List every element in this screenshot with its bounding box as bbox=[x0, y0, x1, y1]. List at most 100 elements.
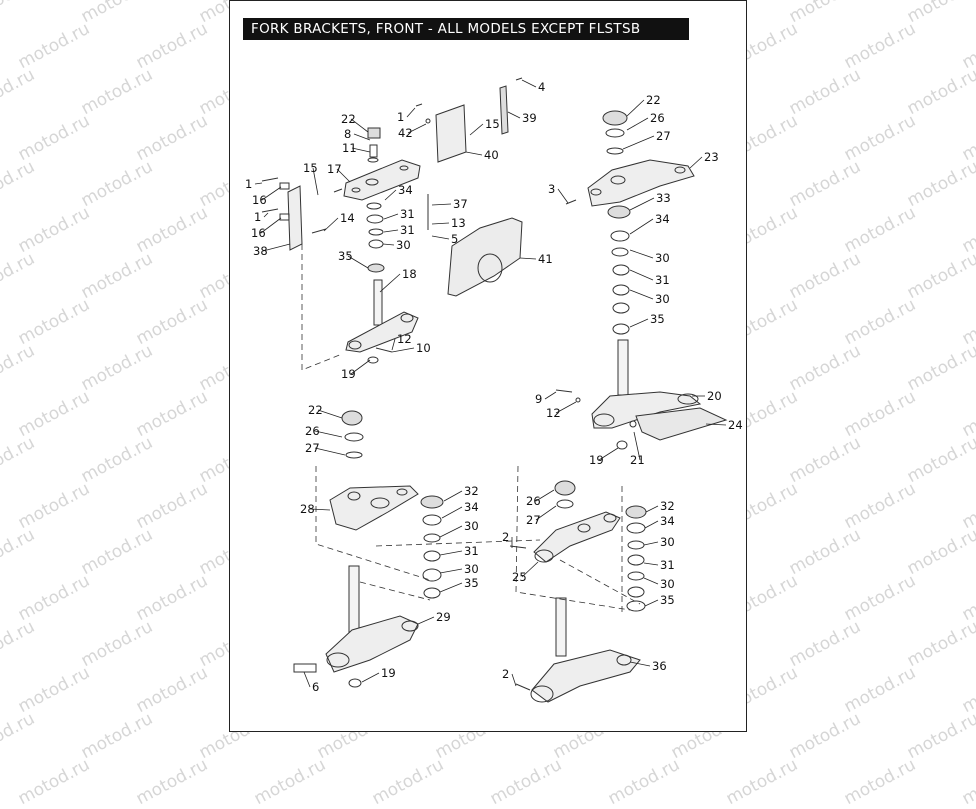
callout-6: 6 bbox=[312, 680, 319, 694]
callout-32: 32 bbox=[660, 499, 675, 513]
leader-line bbox=[441, 506, 463, 519]
watermark-text: motod.ru bbox=[486, 754, 566, 809]
callout-35: 35 bbox=[338, 249, 353, 263]
leader-line bbox=[431, 203, 452, 206]
leader-line bbox=[689, 156, 703, 169]
leader-line bbox=[262, 243, 291, 252]
callout-27: 27 bbox=[656, 129, 671, 143]
lower-left-assembly bbox=[293, 410, 444, 688]
leader-line bbox=[629, 218, 654, 235]
callout-8: 8 bbox=[344, 127, 351, 141]
watermark-text: motod.ru bbox=[604, 754, 684, 809]
callout-1: 1 bbox=[254, 210, 261, 224]
leader-line bbox=[350, 118, 369, 133]
callout-33: 33 bbox=[656, 191, 671, 205]
callout-1: 1 bbox=[245, 177, 252, 191]
callout-22: 22 bbox=[308, 403, 323, 417]
callout-22: 22 bbox=[646, 93, 661, 107]
leader-line bbox=[383, 213, 399, 220]
callout-32: 32 bbox=[464, 484, 479, 498]
callout-36: 36 bbox=[652, 659, 667, 673]
callout-34: 34 bbox=[660, 514, 675, 528]
leader-line bbox=[535, 489, 555, 502]
leader-line bbox=[309, 508, 331, 511]
callout-13: 13 bbox=[451, 216, 466, 230]
callout-31: 31 bbox=[464, 544, 479, 558]
leader-line bbox=[439, 582, 463, 593]
callout-38: 38 bbox=[253, 244, 268, 258]
fork-stem-left bbox=[345, 279, 419, 364]
leader-line bbox=[391, 347, 415, 353]
callout-labels: 2281117151161163834313130351814371351210… bbox=[245, 80, 743, 694]
callout-30: 30 bbox=[660, 535, 675, 549]
callout-12: 12 bbox=[397, 332, 412, 346]
leader-line bbox=[519, 257, 537, 260]
callout-27: 27 bbox=[526, 513, 541, 527]
leader-line bbox=[406, 107, 416, 118]
callout-19: 19 bbox=[589, 453, 604, 467]
alignment-lines bbox=[301, 244, 641, 612]
callout-31: 31 bbox=[400, 223, 415, 237]
callout-37: 37 bbox=[453, 197, 468, 211]
leader-line bbox=[629, 269, 654, 281]
leader-line bbox=[353, 133, 371, 141]
leader-line bbox=[622, 135, 655, 150]
callout-15: 15 bbox=[303, 161, 318, 175]
bearing-stack-left bbox=[366, 127, 385, 273]
callout-42: 42 bbox=[398, 126, 413, 140]
callout-26: 26 bbox=[650, 111, 665, 125]
leader-line bbox=[521, 561, 539, 578]
watermark-text: motod.ru bbox=[132, 754, 212, 809]
upper-bracket-left bbox=[343, 159, 421, 201]
leader-line bbox=[407, 123, 427, 134]
leader-line bbox=[323, 217, 339, 232]
leader-line bbox=[431, 235, 450, 240]
leader-line bbox=[629, 197, 655, 211]
callout-20: 20 bbox=[707, 389, 722, 403]
leader-line bbox=[555, 401, 577, 414]
leader-line bbox=[705, 423, 727, 426]
callout-18: 18 bbox=[402, 267, 417, 281]
leader-line bbox=[629, 289, 654, 300]
callout-30: 30 bbox=[660, 577, 675, 591]
exploded-parts-diagram: 2281117151161163834313130351814371351210… bbox=[245, 77, 743, 703]
leader-line bbox=[544, 391, 557, 400]
leader-line bbox=[645, 505, 659, 513]
bearing-stack-right bbox=[607, 205, 631, 335]
leader-line bbox=[644, 599, 659, 607]
callout-27: 27 bbox=[305, 441, 320, 455]
leader-line bbox=[254, 182, 263, 185]
leader-line bbox=[507, 111, 521, 119]
watermark-text: motod.ru bbox=[722, 754, 802, 809]
leader-line bbox=[383, 229, 399, 233]
leader-line bbox=[439, 568, 463, 574]
diagram-title: FORK BRACKETS, FRONT - ALL MODELS EXCEPT… bbox=[243, 18, 689, 40]
leader-line bbox=[521, 79, 537, 88]
leader-line bbox=[260, 217, 282, 234]
callout-4: 4 bbox=[538, 80, 545, 94]
callout-2: 2 bbox=[502, 530, 509, 544]
callout-26: 26 bbox=[526, 494, 541, 508]
callout-11: 11 bbox=[342, 141, 357, 155]
leader-line bbox=[314, 447, 346, 456]
leader-line bbox=[350, 359, 371, 375]
leader-line bbox=[643, 541, 659, 546]
callout-34: 34 bbox=[464, 500, 479, 514]
callout-1: 1 bbox=[397, 110, 404, 124]
callout-31: 31 bbox=[655, 273, 670, 287]
leader-line bbox=[384, 189, 397, 201]
callout-19: 19 bbox=[341, 367, 356, 381]
leader-line bbox=[643, 562, 659, 566]
leader-line bbox=[626, 99, 645, 117]
callout-22: 22 bbox=[341, 112, 356, 126]
lower-right-assembly bbox=[509, 480, 647, 703]
callout-15: 15 bbox=[485, 117, 500, 131]
callout-23: 23 bbox=[704, 150, 719, 164]
bracket-plate-left bbox=[261, 177, 303, 251]
callout-30: 30 bbox=[396, 238, 411, 252]
leader-line bbox=[351, 147, 371, 153]
leader-line bbox=[643, 577, 659, 585]
leader-line bbox=[347, 255, 369, 269]
leader-line bbox=[261, 186, 282, 201]
leader-line bbox=[417, 616, 435, 625]
